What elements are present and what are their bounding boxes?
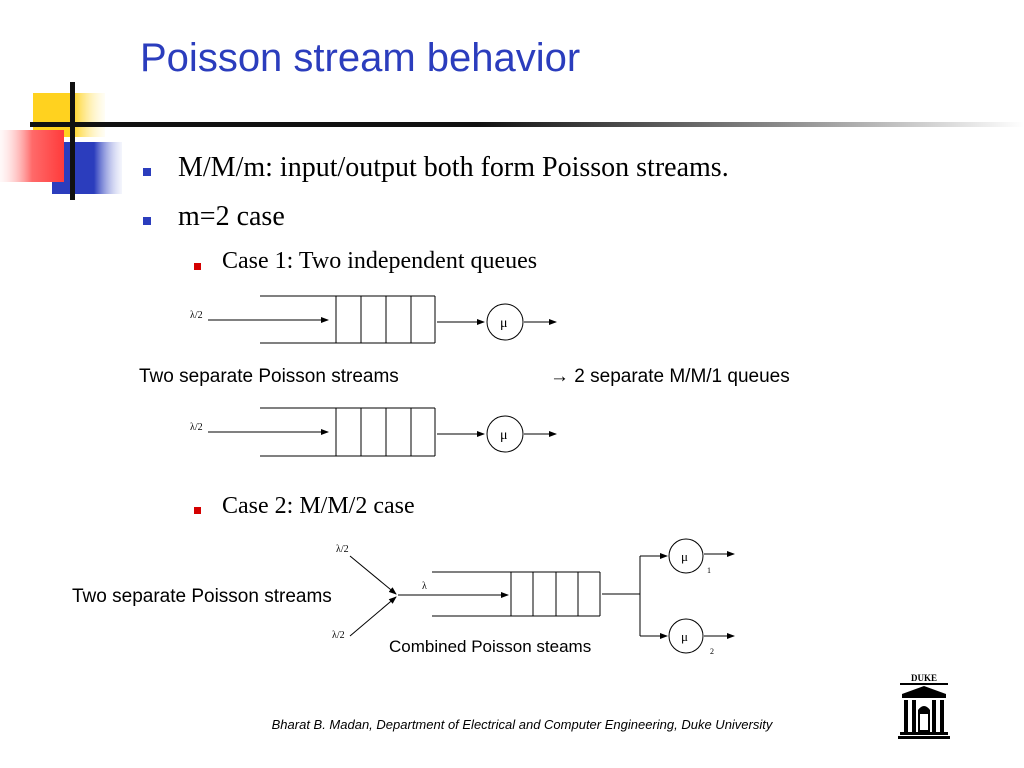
service-rate-label: μ (500, 428, 508, 443)
queue-1: λ/2 μ (190, 295, 557, 344)
title-divider (30, 122, 1024, 127)
server-index-2: 2 (710, 647, 714, 656)
merged-rate-label: λ (422, 581, 427, 592)
slide-footer: Bharat B. Madan, Department of Electrica… (271, 717, 773, 732)
server-node (486, 303, 524, 341)
bullet-text: m=2 case (178, 201, 285, 232)
case2-left-note: Two separate Poisson streams (72, 586, 332, 607)
case1-right-note-text: 2 separate M/M/1 queues (574, 366, 790, 387)
case1-left-note: Two separate Poisson streams (139, 366, 399, 387)
bullet-marker (143, 168, 151, 176)
sub-bullet-text: Case 1: Two independent queues (222, 248, 538, 274)
service-rate-label: μ (681, 629, 688, 644)
right-arrow-icon: → (550, 366, 569, 387)
case2-queue-note: Combined Poisson steams (389, 637, 592, 656)
case1-right-note: → 2 separate M/M/1 queues (550, 366, 790, 388)
server-node (486, 415, 524, 453)
arrival-rate-label: λ/2 (190, 422, 203, 433)
slide-title: Poisson stream behavior (140, 36, 581, 80)
sub-bullet-marker (194, 507, 201, 514)
sub-bullet-text: Case 2: M/M/2 case (222, 493, 415, 519)
duke-logo: DUKE (898, 673, 950, 739)
duke-logo-text: DUKE (911, 673, 937, 683)
arrival-rate-label: λ/2 (190, 310, 203, 321)
server-node-1 (668, 538, 704, 574)
arrival-rate-label-bottom: λ/2 (332, 630, 345, 641)
service-rate-label: μ (681, 549, 688, 564)
server-node-2 (668, 618, 704, 654)
bullet-text: M/M/m: input/output both form Poisson st… (178, 152, 729, 183)
bullet-marker (143, 217, 151, 225)
queue-2: λ/2 μ (190, 407, 557, 457)
decorative-corner-graphic (0, 82, 122, 200)
service-rate-label: μ (500, 316, 508, 331)
sub-bullet-marker (194, 263, 201, 270)
arrival-rate-label-top: λ/2 (336, 544, 349, 555)
server-index-1: 1 (707, 566, 711, 575)
